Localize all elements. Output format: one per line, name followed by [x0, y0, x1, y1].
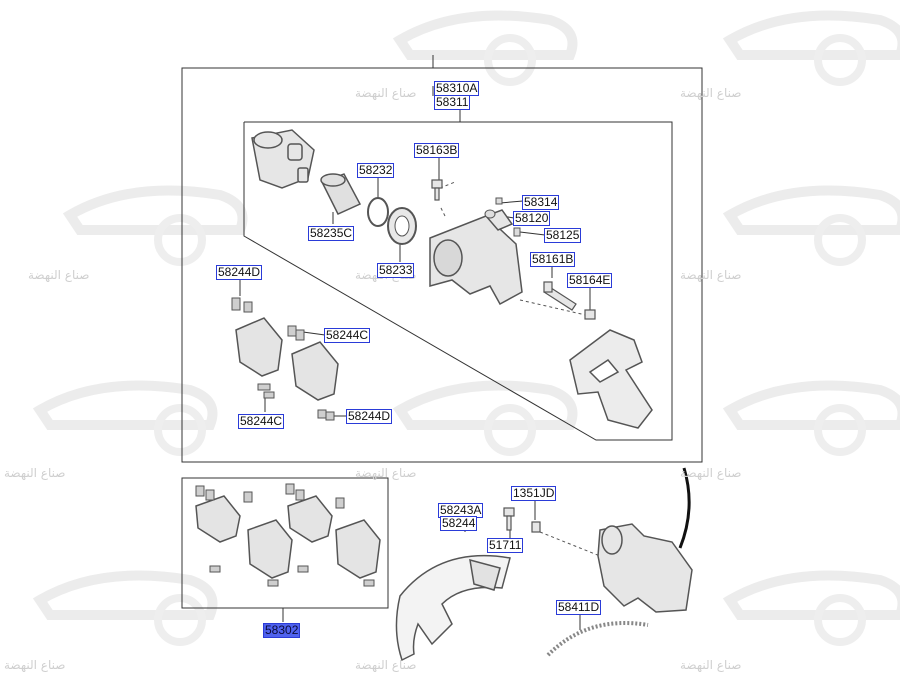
caliper-bracket-part [569, 329, 653, 429]
bleeder-bolt-part [431, 179, 443, 201]
part-label-58235C[interactable]: 58235C [308, 226, 355, 241]
part-label-58232[interactable]: 58232 [357, 163, 395, 178]
watermark-text: صناع النهضة [4, 466, 66, 480]
part-label-58244D[interactable]: 58244D [216, 265, 263, 280]
watermark-text: صناع النهضة [680, 466, 742, 480]
seal-ring-part [367, 197, 389, 227]
part-label-58161B[interactable]: 58161B [530, 252, 576, 267]
small-screw-part [513, 227, 521, 237]
part-label-58411D[interactable]: 58411D [556, 600, 602, 615]
caliper-body-part [429, 209, 523, 306]
part-label-58244[interactable]: 58244 [440, 516, 478, 531]
washer-part [531, 521, 541, 533]
brake-pad-kit [195, 495, 381, 579]
mount-bolt-part [503, 507, 515, 531]
watermark-text: صناع النهضة [355, 466, 417, 480]
part-label-58244C[interactable]: 58244C [324, 328, 371, 343]
part-label-58314[interactable]: 58314 [522, 195, 560, 210]
caliper-assembly-part [597, 467, 693, 613]
watermark-text: صناع النهضة [680, 86, 742, 100]
part-label-58164E[interactable]: 58164E [567, 273, 613, 288]
part-label-58125[interactable]: 58125 [544, 228, 582, 243]
part-label-58302[interactable]: 58302 [263, 623, 301, 638]
frames [181, 55, 703, 622]
part-label-58233[interactable]: 58233 [377, 263, 415, 278]
brake-disc-part [546, 621, 649, 657]
watermark-text: صناع النهضة [28, 268, 90, 282]
watermark-text: صناع النهضة [355, 658, 417, 672]
watermark-text: صناع النهضة [680, 268, 742, 282]
bleeder-cap-part [495, 197, 503, 205]
part-label-58120[interactable]: 58120 [513, 211, 551, 226]
dust-shield-part [395, 554, 511, 662]
brake-pads-inner [235, 317, 339, 401]
part-label-51711[interactable]: 51711 [487, 538, 524, 553]
part-label-58310A[interactable]: 58310A [434, 81, 480, 96]
part-label-58311[interactable]: 58311 [434, 95, 471, 110]
part-label-58244C[interactable]: 58244C [238, 414, 285, 429]
part-label-58243A[interactable]: 58243A [438, 503, 484, 518]
guide-nut-part [584, 309, 596, 320]
watermark-logos [32, 10, 900, 620]
part-label-1351JD[interactable]: 1351JD [511, 486, 557, 501]
small-seal-part [484, 209, 496, 219]
part-label-58163B[interactable]: 58163B [414, 143, 460, 158]
guide-pin-part [543, 281, 577, 311]
caliper-housing-part [251, 129, 315, 189]
watermark-text: صناع النهضة [355, 86, 417, 100]
piston-part [320, 173, 362, 215]
watermark-text: صناع النهضة [4, 658, 66, 672]
pad-clips-inner [231, 297, 335, 421]
watermark-text: صناع النهضة [680, 658, 742, 672]
part-label-58244D[interactable]: 58244D [346, 409, 393, 424]
